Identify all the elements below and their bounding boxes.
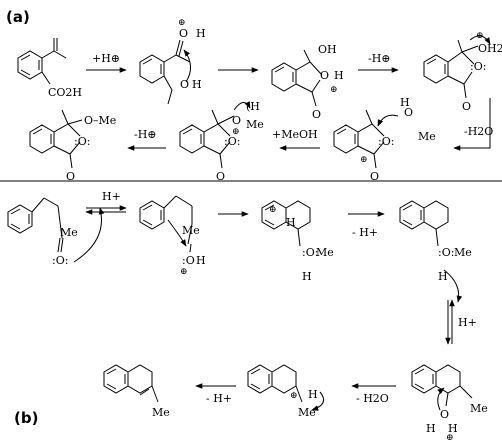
svg-text:⊕: ⊕ bbox=[360, 155, 368, 165]
molecule-hemiketal-oxonium: OH O H ⊕ O bbox=[271, 43, 344, 121]
molecule-phenylpentanone: Me :O: bbox=[7, 197, 105, 267]
me-label-b3: Me bbox=[316, 246, 334, 259]
svg-text::O:: :O: bbox=[224, 135, 240, 148]
panel-label-b: (b) bbox=[14, 409, 38, 427]
svg-text::O:: :O: bbox=[470, 60, 486, 73]
svg-text:⊕: ⊕ bbox=[180, 267, 188, 277]
me-label-b5: Me bbox=[470, 402, 488, 415]
molecule-2-acetylbenzoic-acid: CO2H bbox=[17, 38, 82, 99]
molecule-protonated-phenylpentanone: Me :O H ⊕ bbox=[139, 195, 206, 277]
svg-text:H: H bbox=[334, 69, 344, 82]
molecule-arenium-intermediate: ⊕ H :O: H Me bbox=[261, 200, 334, 283]
reagent-a5: -H⊕ bbox=[134, 128, 157, 141]
svg-text:⊕: ⊕ bbox=[178, 18, 186, 28]
svg-text:O: O bbox=[312, 108, 321, 121]
me-label-b6: Me bbox=[298, 406, 316, 419]
reagent-b5: - H+ bbox=[206, 392, 232, 405]
svg-text:H: H bbox=[438, 270, 448, 283]
svg-text::O: :O bbox=[182, 254, 195, 267]
molecule-oxocarbenium: ⊕ :O: O H Me O bbox=[333, 96, 436, 183]
svg-text:⊕: ⊕ bbox=[269, 205, 277, 215]
reagent-a4: +MeOH bbox=[272, 128, 318, 141]
arrow-a3 bbox=[453, 98, 491, 151]
svg-text:O: O bbox=[440, 408, 449, 421]
svg-text:H: H bbox=[196, 254, 206, 267]
reagent-b3: H+ bbox=[458, 316, 477, 329]
me-label-b1: Me bbox=[60, 226, 78, 239]
panel-label-a: (a) bbox=[6, 8, 30, 26]
reagent-b1: H+ bbox=[102, 190, 121, 203]
svg-text:H: H bbox=[448, 422, 458, 435]
me-label-b7: Me bbox=[152, 406, 170, 419]
me-label-1: Me bbox=[418, 130, 436, 143]
svg-text:O: O bbox=[216, 170, 225, 183]
ome-label: O–Me bbox=[84, 114, 116, 127]
reagent-a2: -H⊕ bbox=[368, 52, 391, 65]
svg-text:H: H bbox=[192, 78, 202, 91]
oh2-label: OH2 bbox=[478, 42, 502, 55]
svg-text::O:: :O: bbox=[52, 254, 68, 267]
molecule-protonated-ketone: O ⊕ H O H bbox=[139, 18, 206, 105]
svg-text:O: O bbox=[66, 170, 75, 183]
svg-text:O: O bbox=[232, 114, 241, 127]
reagent-a3: -H2O bbox=[464, 125, 493, 138]
reagent-b4: - H2O bbox=[356, 392, 389, 405]
svg-text:O: O bbox=[404, 106, 413, 119]
svg-text::O:: :O: bbox=[438, 246, 454, 259]
svg-text:H: H bbox=[286, 216, 296, 229]
co2h-label: CO2H bbox=[48, 86, 82, 99]
me-label-b4: Me bbox=[454, 246, 472, 259]
molecule-methyl-ketal: O–Me :O: O bbox=[29, 109, 116, 183]
me-label-2: Me bbox=[246, 118, 264, 131]
svg-text:O: O bbox=[180, 78, 189, 91]
svg-text:O: O bbox=[179, 27, 188, 40]
svg-text:O: O bbox=[320, 69, 329, 82]
reagent-a1: +H⊕ bbox=[92, 52, 120, 65]
svg-text:O: O bbox=[462, 100, 471, 113]
svg-text:(H: (H bbox=[246, 100, 260, 113]
molecule-lactone-oh2: ⊕ OH2 :O: O bbox=[423, 31, 502, 113]
me-label-b2: Me bbox=[182, 224, 200, 237]
svg-text:⊕: ⊕ bbox=[290, 391, 298, 401]
svg-text::O:: :O: bbox=[378, 135, 394, 148]
svg-text::O:: :O: bbox=[302, 246, 318, 259]
svg-text:⊕: ⊕ bbox=[446, 433, 454, 443]
svg-text:H: H bbox=[308, 388, 318, 401]
svg-text:H: H bbox=[302, 270, 312, 283]
molecule-dihydronaphthalene: Me bbox=[103, 364, 170, 419]
oh-label: OH bbox=[318, 43, 337, 56]
molecule-methanol-adduct: O ⊕ (H Me :O: O bbox=[179, 100, 264, 183]
svg-text:⊕: ⊕ bbox=[330, 85, 338, 95]
svg-text:H: H bbox=[196, 27, 206, 40]
svg-text:⊕: ⊕ bbox=[232, 127, 240, 137]
svg-text:O: O bbox=[370, 170, 379, 183]
molecule-protonated-tetralol: Me O H H ⊕ bbox=[411, 364, 488, 443]
svg-text:H: H bbox=[400, 96, 410, 109]
svg-text::O:: :O: bbox=[74, 135, 90, 148]
svg-text:H: H bbox=[426, 422, 436, 435]
reagent-b2: - H+ bbox=[352, 226, 378, 239]
molecule-tertiary-carbocation: ⊕ Me H bbox=[247, 364, 325, 419]
molecule-tetralol: :O: H Me bbox=[399, 200, 472, 303]
